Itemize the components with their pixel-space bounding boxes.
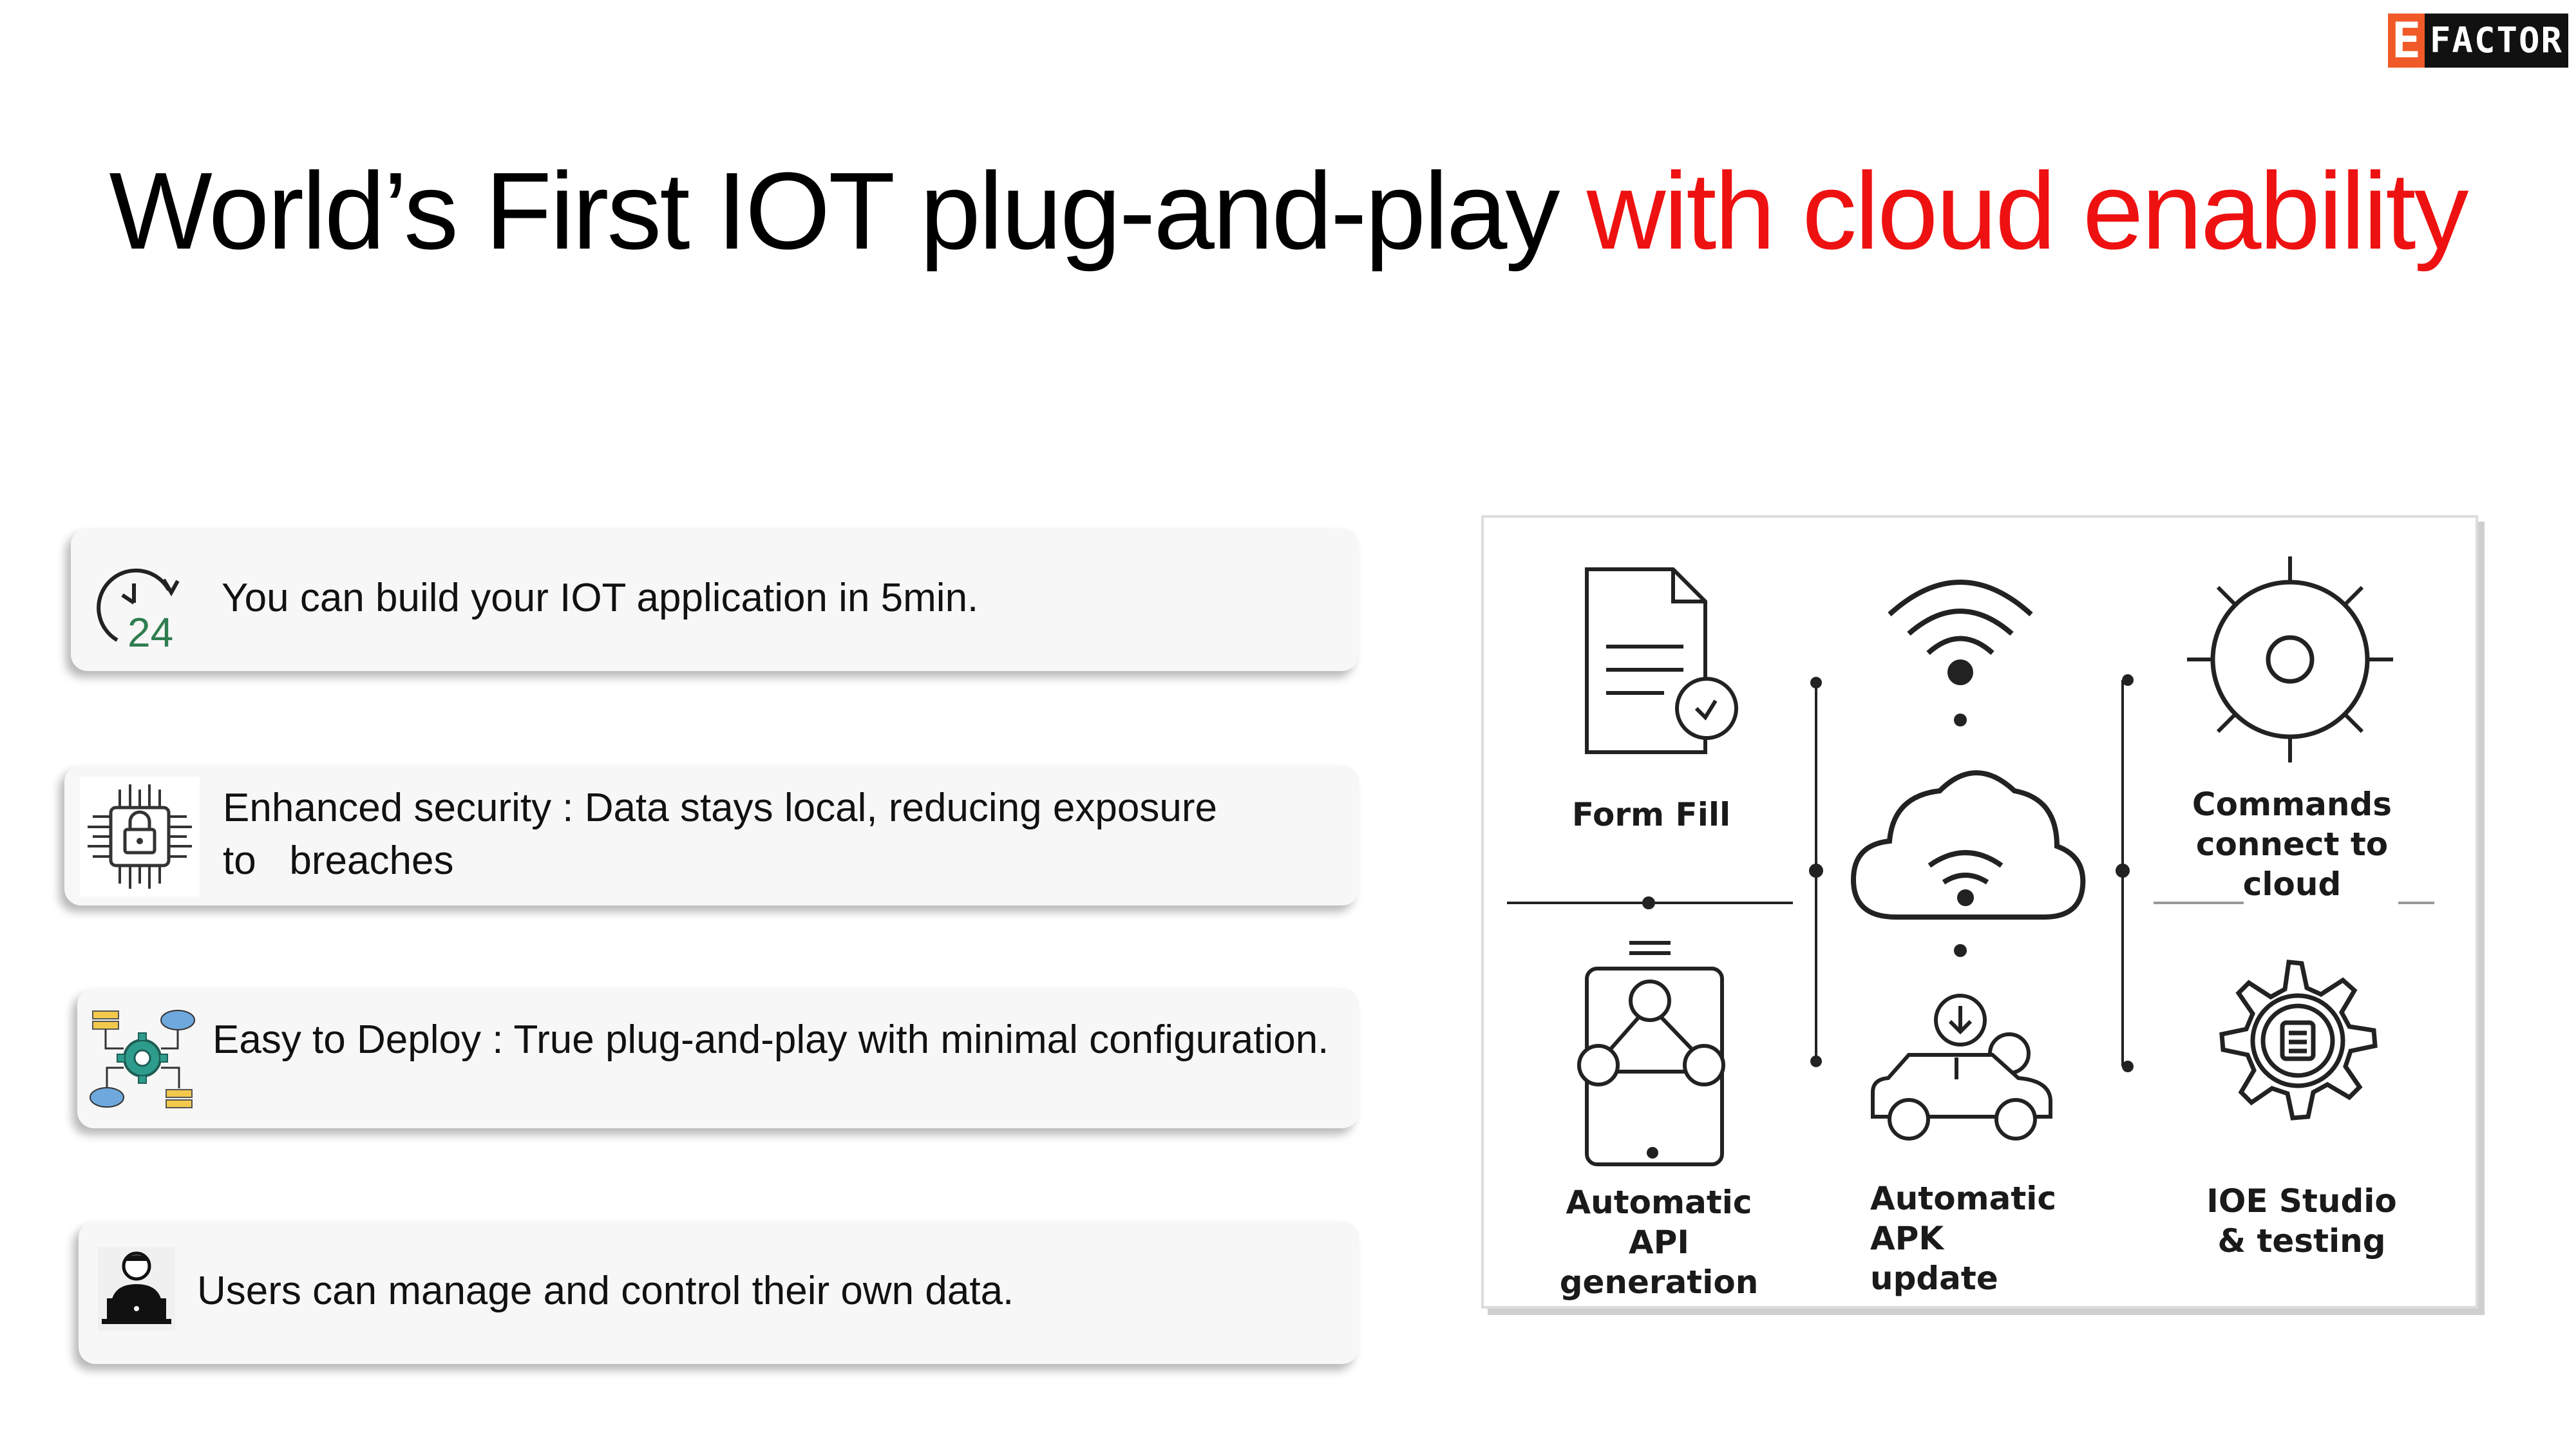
network-gear-icon <box>90 1010 195 1108</box>
feature-text-build-time: You can build your IOT application in 5m… <box>222 576 979 620</box>
title-main: World’s First IOT plug-and-play <box>109 150 1560 272</box>
diagram-label-ioe-studio: IOE Studio & testing <box>2206 1182 2397 1260</box>
logo-wordmark: FACTOR <box>2424 14 2568 68</box>
user-laptop-icon <box>98 1247 175 1331</box>
logo-mark: E <box>2388 14 2425 68</box>
efactor-logo: E FACTOR <box>2388 12 2568 70</box>
iot-workflow-diagram: Form Fill Commands connect to cloud Auto… <box>1481 515 2478 1309</box>
wifi-icon <box>1888 580 2033 685</box>
diagram-label-form-fill: Form Fill <box>1571 796 1731 833</box>
chip-lock-icon <box>80 777 200 896</box>
feature-card-build-time: 24 You can build your IOT application in… <box>71 528 1359 671</box>
feature-text-security: Enhanced security : Data stays local, re… <box>223 786 1217 883</box>
clock-24-icon: 24 <box>97 568 180 654</box>
title-accent: with cloud enability <box>1586 150 2469 272</box>
clock-24-label: 24 <box>128 609 173 654</box>
cloud-wifi-icon <box>1850 770 2086 920</box>
page-title: World’s First IOT plug-and-play with clo… <box>0 140 2576 282</box>
gear-icon <box>2219 960 2378 1121</box>
sun-gear-icon <box>2187 556 2393 762</box>
car-update-icon <box>1871 994 2052 1141</box>
document-icon <box>1585 567 1738 754</box>
feature-card-data-control: Users can manage and control their own d… <box>79 1221 1359 1364</box>
feature-card-deploy: Easy to Deploy : True plug-and-play with… <box>77 988 1359 1128</box>
feature-text-deploy: Easy to Deploy : True plug-and-play with… <box>213 1018 1329 1062</box>
feature-text-data-control: Users can manage and control their own d… <box>197 1269 1014 1313</box>
diagram-label-apk: Automatic APK update <box>1870 1180 2057 1297</box>
feature-card-security: Enhanced security : Data stays local, re… <box>64 765 1359 905</box>
diagram-artwork <box>1507 556 2434 1166</box>
diagram-label-api: Automatic API generation <box>1559 1184 1759 1301</box>
api-tablet-icon <box>1577 941 1725 1166</box>
diagram-label-commands: Commands connect to cloud <box>2192 786 2392 903</box>
